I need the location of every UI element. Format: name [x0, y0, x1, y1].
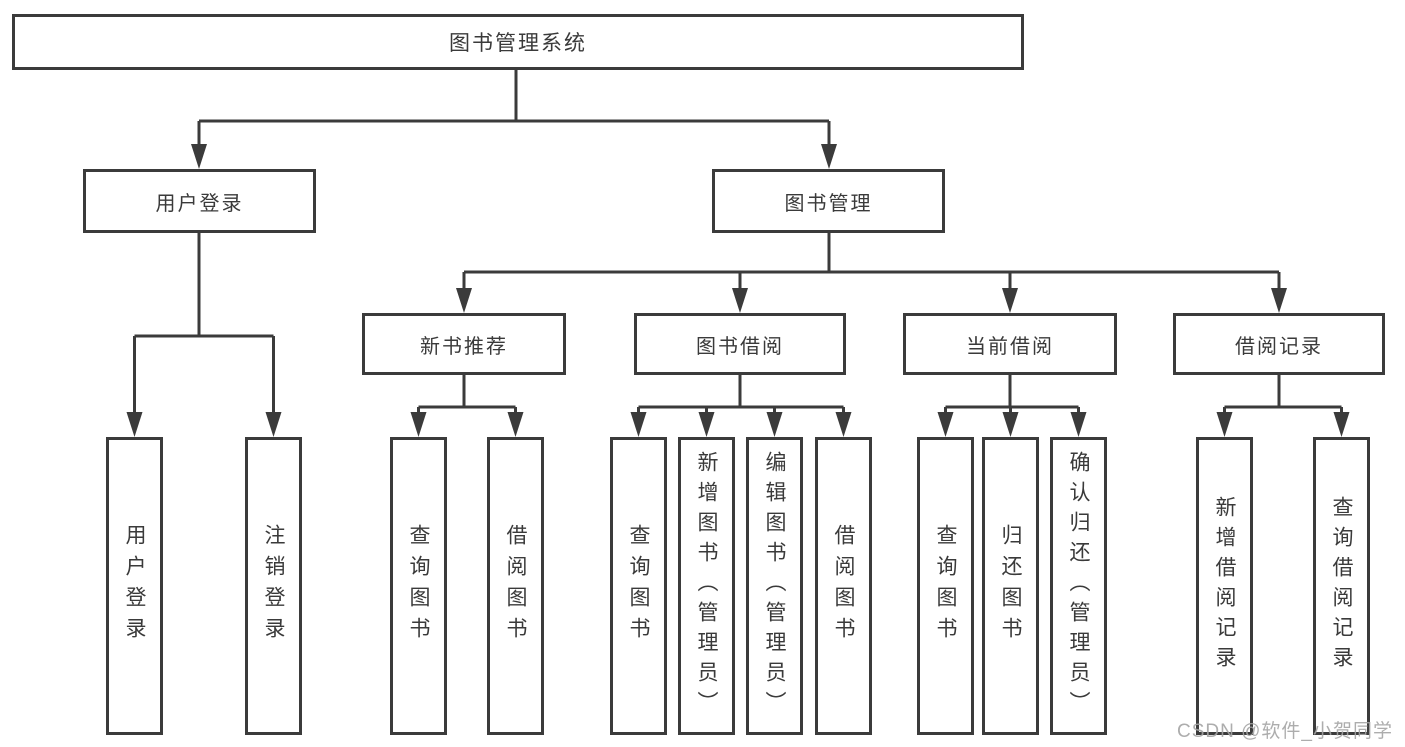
leaf-query-borrowing-record: 查询借阅记录 — [1313, 437, 1370, 735]
node-book-borrowing: 图书借阅 — [634, 313, 846, 375]
leaf-logout: 注销登录 — [245, 437, 302, 735]
node-library-management-system: 图书管理系统 — [12, 14, 1024, 70]
node-borrowing-records: 借阅记录 — [1173, 313, 1385, 375]
leaf-confirm-return-admin: 确认归还（管理员） — [1050, 437, 1107, 735]
leaf-add-borrowing-record: 新增借阅记录 — [1196, 437, 1253, 735]
leaf-add-book-admin: 新增图书（管理员） — [678, 437, 735, 735]
node-book-management: 图书管理 — [712, 169, 945, 233]
node-new-book-recommendation: 新书推荐 — [362, 313, 566, 375]
leaf-return-book: 归还图书 — [982, 437, 1039, 735]
leaf-query-book-under-current: 查询图书 — [917, 437, 974, 735]
node-user-login: 用户登录 — [83, 169, 316, 233]
node-current-borrowing: 当前借阅 — [903, 313, 1117, 375]
csdn-watermark: CSDN @软件_小贺同学 — [1177, 721, 1393, 742]
leaf-borrow-book-under-borrowing: 借阅图书 — [815, 437, 872, 735]
leaf-query-book-under-new-book: 查询图书 — [390, 437, 447, 735]
leaf-edit-book-admin: 编辑图书（管理员） — [746, 437, 803, 735]
leaf-user-login: 用户登录 — [106, 437, 163, 735]
leaf-borrow-book-under-new-book: 借阅图书 — [487, 437, 544, 735]
leaf-query-book-under-borrowing: 查询图书 — [610, 437, 667, 735]
